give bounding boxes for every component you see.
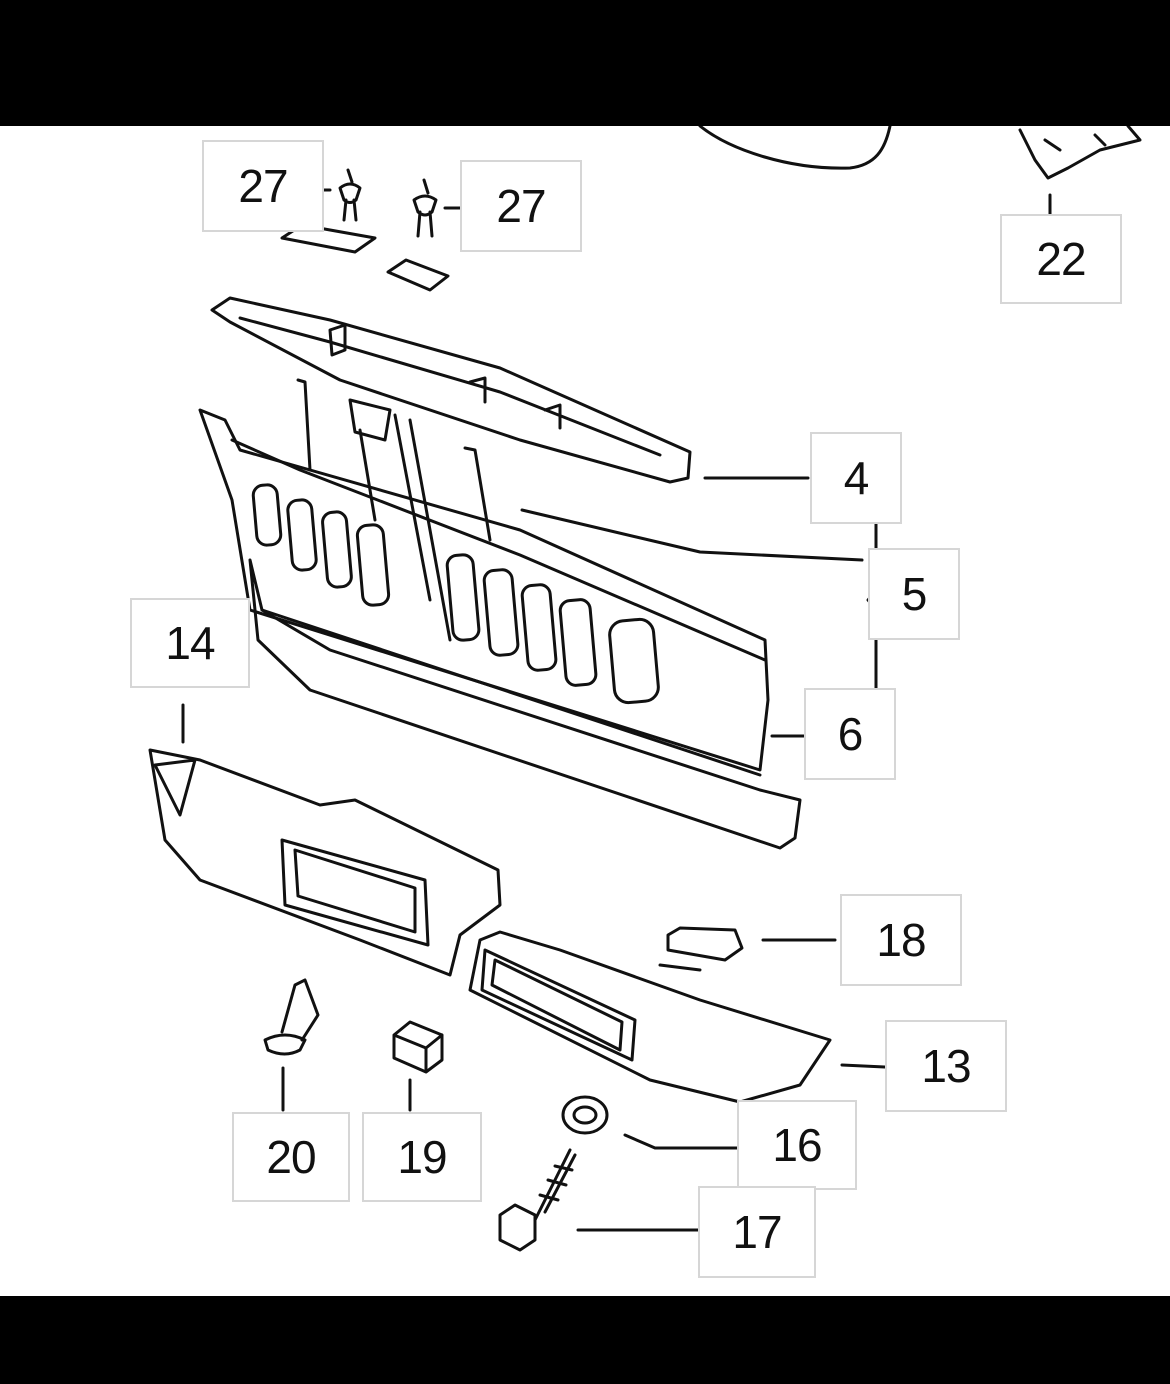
screw-17 — [498, 1148, 577, 1252]
callout-22: 22 — [1000, 214, 1122, 304]
callout-17: 17 — [698, 1186, 816, 1278]
callout-5: 5 — [868, 548, 960, 640]
clip-18 — [658, 926, 744, 972]
callout-4: 4 — [810, 432, 902, 524]
lower-spoiler-left-14 — [148, 748, 502, 977]
bottom-black-bar — [0, 1296, 1170, 1384]
callout-14: 14 — [130, 598, 250, 688]
callout-27-right: 27 — [460, 160, 582, 252]
pad-27-right — [386, 258, 450, 292]
headlight-part-partial — [698, 126, 892, 170]
top-black-bar — [0, 0, 1170, 126]
lower-spoiler-right-13 — [468, 930, 832, 1104]
upper-cross-panel-4 — [210, 296, 692, 642]
clip-27-right — [386, 178, 450, 292]
fastener-20 — [263, 978, 320, 1056]
callout-6: 6 — [804, 688, 896, 780]
bracket-22-part — [1018, 126, 1142, 180]
callout-18: 18 — [840, 894, 962, 986]
bumper-bar-6 — [248, 558, 802, 850]
callout-19: 19 — [362, 1112, 482, 1202]
callout-13: 13 — [885, 1020, 1007, 1112]
callout-27-left: 27 — [202, 140, 324, 232]
callout-20: 20 — [232, 1112, 350, 1202]
parts-diagram-sheet: 27 27 22 4 5 6 14 18 13 20 19 16 17 — [0, 126, 1170, 1296]
callout-16: 16 — [737, 1100, 857, 1190]
grille-5 — [198, 408, 770, 772]
washer-16 — [561, 1095, 609, 1135]
parts-drawing — [148, 126, 1142, 1252]
bushing-19 — [392, 1020, 444, 1074]
